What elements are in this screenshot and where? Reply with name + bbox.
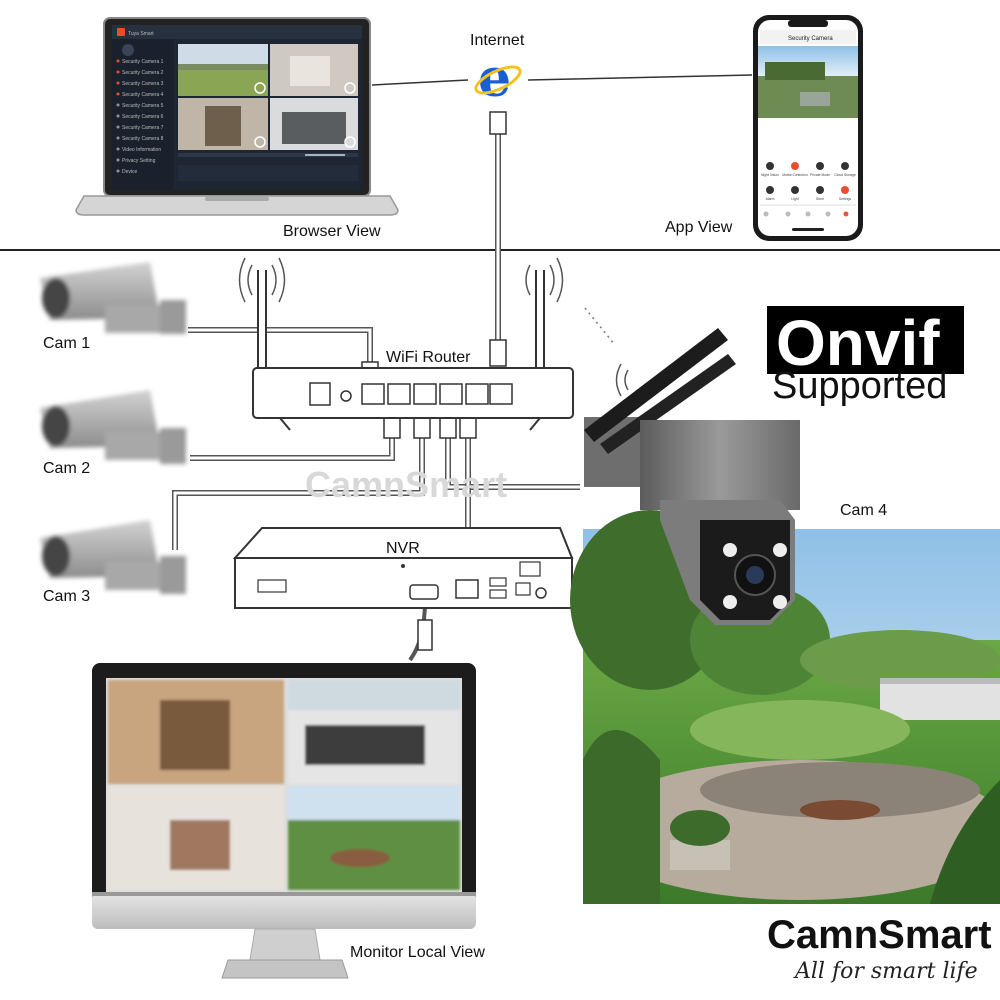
app-view-label: App View xyxy=(665,219,733,236)
browser-sidebar-item[interactable]: Security Camera 8 xyxy=(122,136,164,142)
browser-view-label: Browser View xyxy=(283,223,381,240)
nvr-device xyxy=(232,527,574,609)
sidebar-bullet-icon xyxy=(116,59,120,63)
app-control-icon[interactable] xyxy=(791,162,799,170)
sidebar-bullet-icon xyxy=(116,147,120,151)
browser-sidebar-item[interactable]: Security Camera 3 xyxy=(122,81,164,87)
app-control-label: Settings xyxy=(839,197,852,201)
app-control-label: Private Mode xyxy=(810,173,830,177)
supported-text: Supported xyxy=(772,365,947,407)
app-control-icon[interactable] xyxy=(766,186,774,194)
cam-2-label: Cam 2 xyxy=(43,460,90,477)
cam-3-label: Cam 3 xyxy=(43,588,90,605)
browser-sidebar-item[interactable]: Privacy Setting xyxy=(122,158,156,164)
sidebar-bullet-icon xyxy=(116,136,120,140)
monitor xyxy=(92,663,476,979)
cam-3-image xyxy=(40,520,186,594)
sidebar-bullet-icon xyxy=(116,158,120,162)
cam-4-label: Cam 4 xyxy=(840,502,887,519)
browser-sidebar-item[interactable]: Security Camera 4 xyxy=(122,92,164,98)
browser-sidebar-item[interactable]: Security Camera 2 xyxy=(122,70,164,76)
sidebar-bullet-icon xyxy=(116,70,120,74)
watermark: CamnSmart xyxy=(305,464,507,505)
app-control-icon[interactable] xyxy=(816,186,824,194)
app-control-label: Cloud Storage xyxy=(834,173,856,177)
sidebar-bullet-icon xyxy=(116,81,120,85)
tuya-logo-icon xyxy=(117,28,125,36)
brand-tagline: All for smart life xyxy=(793,959,978,984)
browser-sidebar-item[interactable]: Device xyxy=(122,169,138,175)
browser-sidebar-item[interactable]: Security Camera 7 xyxy=(122,125,164,131)
browser-sidebar-item[interactable]: Security Camera 5 xyxy=(122,103,164,109)
sidebar-bullet-icon xyxy=(116,92,120,96)
sidebar-bullet-icon xyxy=(116,169,120,173)
app-control-icon[interactable] xyxy=(841,162,849,170)
app-control-icon[interactable] xyxy=(766,162,774,170)
internet-explorer-icon: e xyxy=(474,48,522,109)
app-control-label: Night Vision xyxy=(761,173,779,177)
app-control-icon[interactable] xyxy=(791,186,799,194)
app-control-label: Siren xyxy=(816,197,824,201)
internet-label: Internet xyxy=(470,32,525,49)
app-control-icon[interactable] xyxy=(841,186,849,194)
onvif-text: Onvif xyxy=(776,307,940,379)
browser-sidebar-item[interactable]: Security Camera 1 xyxy=(122,59,164,65)
cam-1-image xyxy=(40,262,186,334)
onvif-badge: Onvif Supported xyxy=(767,306,964,407)
app-title: Security Camera xyxy=(788,36,833,42)
wifi-router xyxy=(252,270,574,431)
browser-sidebar-item[interactable]: Video Information xyxy=(122,147,161,153)
cam-1-label: Cam 1 xyxy=(43,335,90,352)
browser-avatar xyxy=(122,44,134,56)
ptz-camera xyxy=(584,328,800,625)
browser-brand: Tuya Smart xyxy=(128,31,154,37)
app-control-label: Light xyxy=(791,197,798,201)
app-control-icon[interactable] xyxy=(816,162,824,170)
laptop-internet-line xyxy=(371,79,469,86)
monitor-label: Monitor Local View xyxy=(350,944,485,961)
nvr-label: NVR xyxy=(386,540,420,557)
phone-internet-line xyxy=(527,74,753,81)
cam-2-image xyxy=(40,390,186,464)
browser-sidebar: Security Camera 1 Security Camera 2 Securi… xyxy=(116,59,164,175)
wifi-signal-icon xyxy=(238,257,629,397)
browser-sidebar-item[interactable]: Security Camera 6 xyxy=(122,114,164,120)
browser-camera-grid xyxy=(178,44,358,150)
sidebar-bullet-icon xyxy=(116,114,120,118)
brand-name: CamnSmart xyxy=(767,913,992,957)
router-label: WiFi Router xyxy=(386,349,471,366)
sidebar-bullet-icon xyxy=(116,103,120,107)
app-control-label: Motion Detection xyxy=(782,173,808,177)
app-control-label: Alarm xyxy=(766,197,775,201)
sidebar-bullet-icon xyxy=(116,125,120,129)
